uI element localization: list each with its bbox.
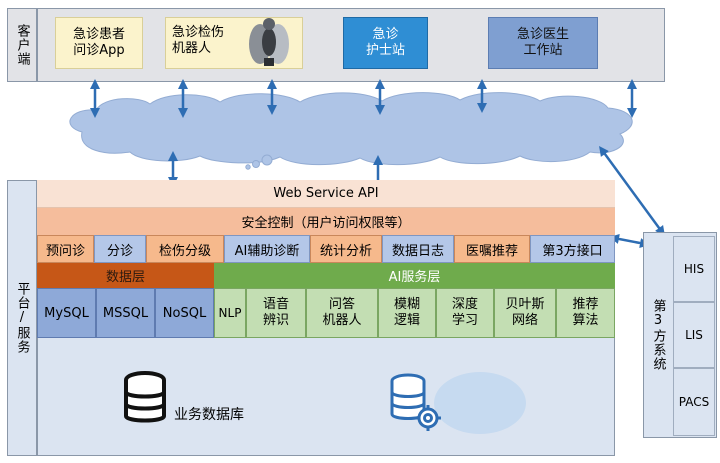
ai-backdrop-blob (434, 372, 526, 434)
ai-item-fuzzy-logic: 模糊 逻辑 (378, 288, 436, 338)
database-gear-icon (390, 373, 441, 431)
thirdparty-lis: LIS (673, 302, 715, 368)
client-app-box: 急诊患者 问诊App (55, 17, 143, 69)
database-icon (124, 371, 166, 423)
api-bar: Web Service API (37, 180, 615, 208)
thirdparty-pacs-label: PACS (678, 395, 710, 409)
thirdparty-pacs: PACS (673, 368, 715, 436)
client-doctor-station-label: 急诊医生 工作站 (516, 27, 569, 58)
data-item-nosql-label: NoSQL (162, 305, 207, 321)
module-data-log-label: 数据日志 (391, 243, 444, 259)
client-side-label-text: 客户端 (14, 24, 30, 66)
module-triage: 分诊 (94, 235, 146, 263)
module-ai-diagnosis-label: AI辅助诊断 (234, 243, 300, 259)
cloud-shape (69, 92, 633, 170)
client-nurse-station-label: 急诊 护士站 (365, 27, 405, 58)
ai-layer-title: AI服务层 (214, 263, 615, 288)
ai-item-deep-learning-label: 深度 学习 (451, 297, 478, 328)
client-doctor-station-box: 急诊医生 工作站 (488, 17, 598, 69)
thirdparty-his-label: HIS (683, 262, 705, 276)
module-thirdparty-interface: 第3方接口 (530, 235, 615, 263)
module-statistics: 统计分析 (310, 235, 382, 263)
thirdparty-label-text: 第3方系统 (650, 299, 666, 371)
security-bar: 安全控制（用户访问权限等） (37, 208, 615, 235)
ai-item-deep-learning: 深度 学习 (436, 288, 494, 338)
data-item-mssql-label: MSSQL (102, 305, 149, 321)
security-label: 安全控制（用户访问权限等） (241, 216, 411, 231)
module-ai-diagnosis: AI辅助诊断 (224, 235, 310, 263)
data-item-mssql: MSSQL (96, 288, 155, 338)
robot-illustration-icon (249, 18, 289, 66)
module-data-log: 数据日志 (382, 235, 454, 263)
ai-item-speech-label: 语音 辨识 (262, 297, 289, 328)
module-injury-grading-label: 检伤分级 (158, 243, 211, 259)
ai-item-fuzzy-logic-label: 模糊 逻辑 (393, 297, 420, 328)
arrow-cloud-thirdparty (599, 145, 665, 237)
thirdparty-lis-label: LIS (685, 328, 703, 342)
client-nurse-station-box: 急诊 护士站 (343, 17, 428, 69)
ai-item-recommend-algo: 推荐 算法 (556, 288, 615, 338)
module-order-recommend: 医嘱推荐 (454, 235, 530, 263)
ai-item-nlp: NLP (214, 288, 246, 338)
ai-item-nlp-label: NLP (218, 305, 242, 320)
ai-item-bayes-network-label: 贝叶斯 网络 (505, 297, 545, 328)
data-item-nosql: NoSQL (155, 288, 214, 338)
platform-side-label: 平台/服务 (7, 180, 37, 456)
data-item-mysql: MySQL (37, 288, 96, 338)
module-statistics-label: 统计分析 (319, 243, 372, 259)
module-injury-grading: 检伤分级 (146, 235, 224, 263)
ai-layer-title-text: AI服务层 (388, 270, 441, 285)
thirdparty-label: 第3方系统 (645, 234, 671, 436)
ai-item-qa-robot-label: 问答 机器人 (322, 297, 362, 328)
module-order-recommend-label: 医嘱推荐 (465, 243, 518, 259)
thirdparty-his: HIS (673, 236, 715, 302)
platform-side-label-text: 平台/服务 (14, 282, 30, 354)
ai-item-speech: 语音 辨识 (246, 288, 306, 338)
ai-item-qa-robot: 问答 机器人 (306, 288, 378, 338)
module-triage-label: 分诊 (106, 243, 133, 259)
arrow-interface-thirdparty (609, 234, 650, 248)
api-label: Web Service API (273, 186, 379, 201)
ai-item-recommend-algo-label: 推荐 算法 (572, 297, 599, 328)
data-layer-title-text: 数据层 (105, 270, 145, 285)
client-robot-label: 急诊检伤 机器人 (172, 25, 225, 56)
business-db-label: 业务数据库 (174, 407, 244, 423)
client-app-label: 急诊患者 问诊App (72, 27, 125, 58)
business-db-label-wrap: 业务数据库 (174, 404, 244, 423)
module-prediagnosis-label: 预问诊 (45, 243, 85, 259)
ai-item-bayes-network: 贝叶斯 网络 (494, 288, 556, 338)
module-thirdparty-interface-label: 第3方接口 (542, 243, 603, 259)
data-item-mysql-label: MySQL (44, 305, 89, 321)
client-side-label: 客户端 (7, 8, 37, 82)
module-prediagnosis: 预问诊 (37, 235, 94, 263)
data-layer-title: 数据层 (37, 263, 214, 288)
